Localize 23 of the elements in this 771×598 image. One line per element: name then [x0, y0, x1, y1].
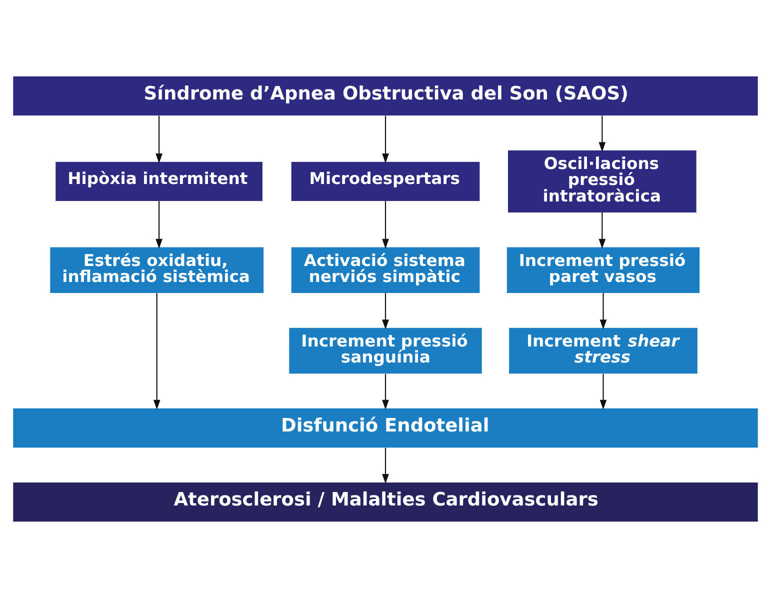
arrow	[598, 212, 606, 249]
arrow	[382, 116, 389, 164]
node-box: Aterosclerosi / Malalties Cardiovasculars	[13, 482, 758, 522]
node-box: Disfunció Endotelial	[13, 408, 758, 448]
node-box: Síndrome d’Apnea Obstructiva del Son (SAOS)	[13, 76, 758, 116]
node-box: Increment shear stress	[509, 328, 698, 374]
arrow	[600, 374, 607, 410]
arrow	[156, 201, 162, 249]
node-box: Microdespertars	[291, 162, 480, 202]
node-box: Increment pressió sanguínia	[289, 328, 482, 374]
arrow	[156, 116, 162, 164]
arrow	[382, 201, 389, 249]
node-box: Increment pressió paret vasos	[506, 247, 700, 293]
node-box: Estrés oxidatiu, inflamació sistèmica	[50, 247, 264, 293]
arrow	[382, 293, 389, 330]
node-box: Hipòxia intermitent	[56, 162, 262, 202]
arrow	[153, 293, 160, 410]
node-box: Activació sistema nerviós simpàtic	[291, 247, 480, 293]
arrow	[600, 293, 607, 330]
node-box: Oscil·lacions pressió intratoràcica	[508, 150, 696, 212]
arrow	[598, 116, 606, 152]
arrow	[382, 448, 389, 484]
arrow	[382, 374, 389, 410]
